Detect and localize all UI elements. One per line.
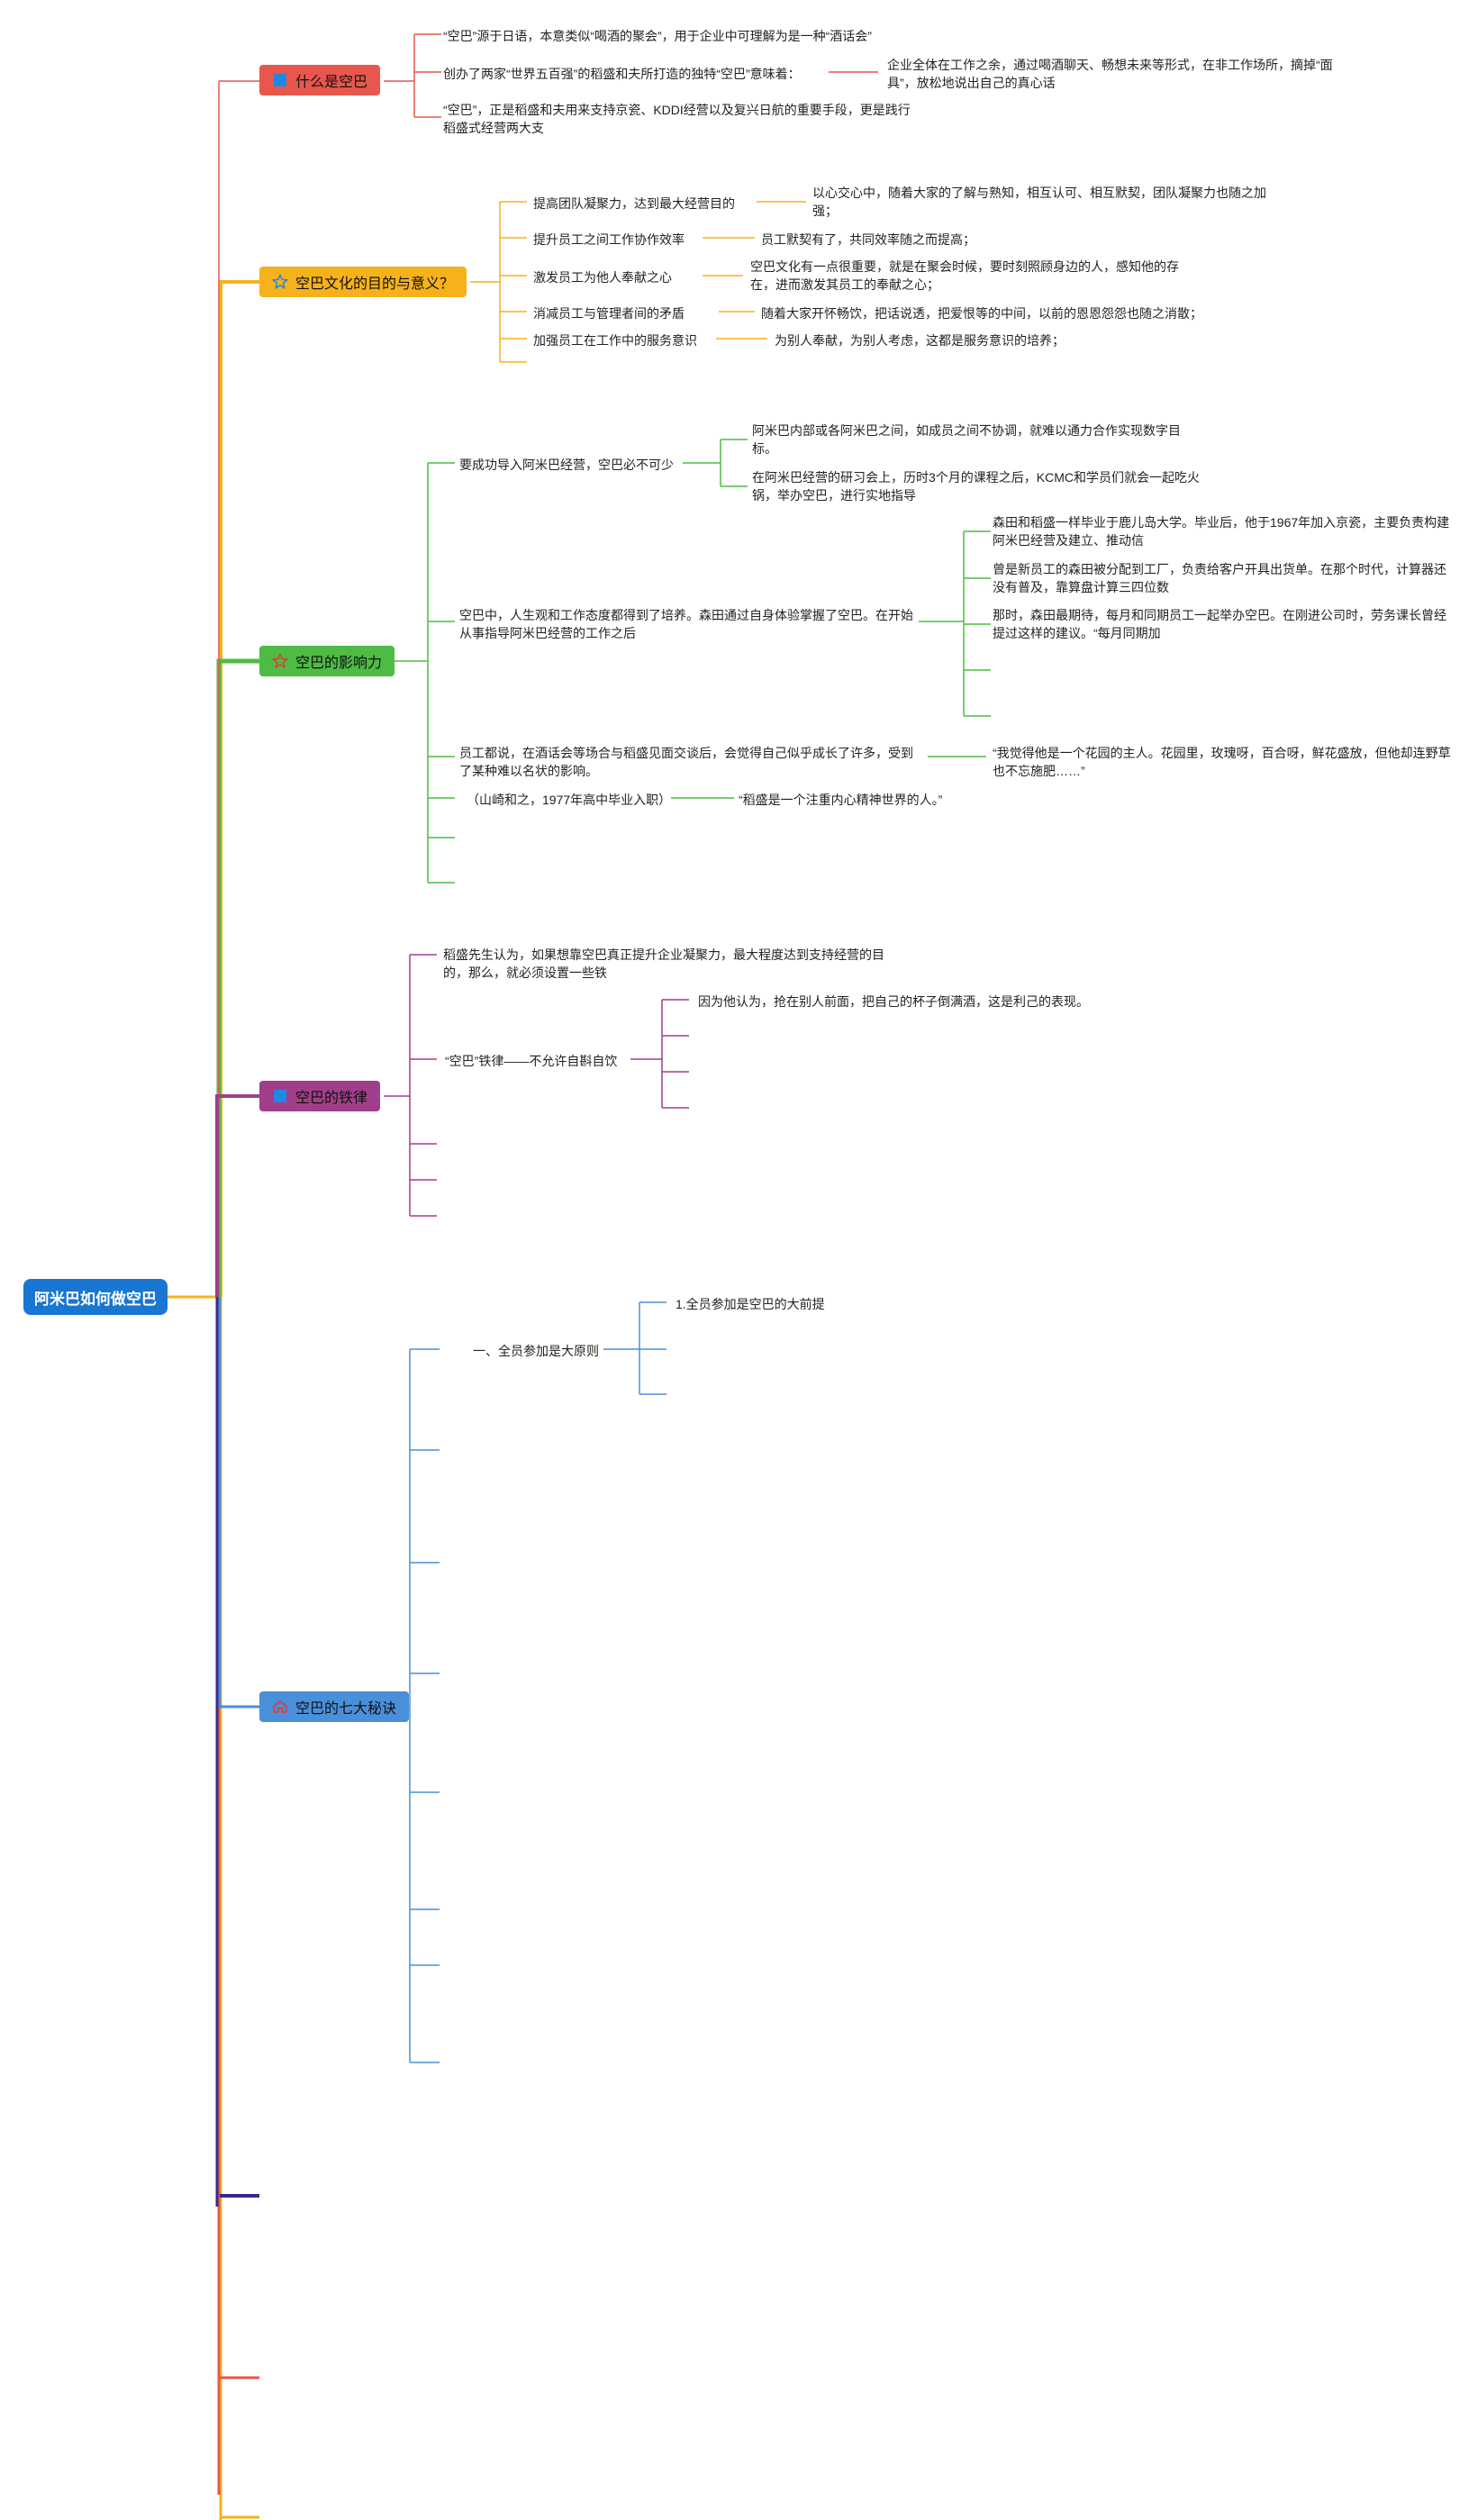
- b2-item-3[interactable]: 激发员工为他人奉献之心: [533, 270, 672, 285]
- b4-a[interactable]: 稻盛先生认为，如果想靠空巴真正提升企业凝聚力，最大程度达到支持经营的目的，那么，…: [443, 947, 884, 980]
- branch-label: 空巴文化的目的与意义？: [295, 276, 455, 292]
- branch-purpose-meaning[interactable]: 空巴文化的目的与意义？: [259, 267, 467, 297]
- b2-item-4[interactable]: 消减员工与管理者间的矛盾: [533, 306, 685, 321]
- branch-influence[interactable]: 空巴的影响力: [259, 646, 395, 676]
- branch-what-is-kongba[interactable]: 什么是空巴: [259, 65, 381, 95]
- b2-item-2[interactable]: 提升员工之间工作协作效率: [533, 232, 685, 247]
- b2-item-4-detail[interactable]: 随着大家开怀畅饮，把话说透，把爱恨等的中间，以前的恩恩怨怨也随之消散；: [761, 306, 1202, 321]
- branch-iron-rules[interactable]: 空巴的铁律: [259, 1081, 381, 1111]
- branch-connector: [218, 1297, 259, 1709]
- b3-d-item[interactable]: “稻盛是一个注重内心精神世界的人。”: [739, 793, 943, 807]
- b3-b-item-1[interactable]: 森田和稻盛一样毕业于鹿儿岛大学。毕业后，他于1967年加入京瓷，主要负责构建阿米…: [993, 515, 1450, 548]
- star-outline-icon: [272, 274, 288, 290]
- b1-item-2-detail[interactable]: 企业全体在工作之余，通过喝酒聊天、畅想未来等形式，在非工作场所，摘掉“面具”，放…: [887, 58, 1333, 90]
- b4-b-item[interactable]: 因为他认为，抢在别人前面，把自己的杯子倒满酒，这是利己的表现。: [698, 994, 1089, 1009]
- branch-label: 空巴的七大秘诀: [295, 1701, 397, 1717]
- root-topic[interactable]: 阿米巴如何做空巴: [23, 1279, 168, 1315]
- b1-item-3[interactable]: “空巴”，正是稻盛和夫用来支持京瓷、KDDI经营以及复兴日航的重要手段，更是践行…: [443, 103, 911, 135]
- branch-label: 空巴的影响力: [295, 656, 383, 671]
- b2-item-3-detail[interactable]: 空巴文化有一点很重要，就是在聚会时候，要时刻照顾身边的人，感知他的存在，进而激发…: [750, 259, 1179, 292]
- star-icon: [272, 652, 288, 669]
- branch-label: 什么是空巴: [295, 75, 368, 90]
- b3-a-item-1[interactable]: 阿米巴内部或各阿米巴之间，如成员之间不协调，就难以通力合作实现数字目标。: [752, 423, 1181, 456]
- b3-c[interactable]: 员工都说，在酒话会等场合与稻盛见面交谈后，会觉得自己似乎成长了许多，受到了某种难…: [459, 746, 913, 778]
- b1-item-1[interactable]: “空巴”源于日语，本意类似“喝酒的聚会”，用于企业中可理解为是一种“酒话会”: [443, 29, 872, 43]
- b2-item-2-detail[interactable]: 员工默契有了，共同效率随之而提高；: [761, 232, 975, 247]
- branch-label: 空巴的铁律: [295, 1091, 368, 1106]
- branch-connector: [216, 658, 259, 1297]
- b3-b[interactable]: 空巴中，人生观和工作态度都得到了培养。森田通过自身体验掌握了空巴。在开始从事指导…: [459, 608, 913, 640]
- b3-b-item-2[interactable]: 曾是新员工的森田被分配到工厂，负责给客户开具出货单。在那个时代，计算器还没有普及…: [993, 562, 1446, 594]
- b2-item-1[interactable]: 提高团队凝聚力，达到最大经营目的: [533, 196, 735, 211]
- branch-seven-secrets[interactable]: 空巴的七大秘诀: [259, 1691, 410, 1722]
- branch-connector: [219, 280, 259, 1297]
- b3-c-item[interactable]: “我觉得他是一个花园的主人。花园里，玫瑰呀，百合呀，鲜花盛放，但他却连野草也不忘…: [993, 746, 1451, 778]
- square-icon: [272, 72, 288, 88]
- b3-d[interactable]: （山崎和之，1977年高中毕业入职）: [467, 793, 672, 807]
- branch-connector: [215, 1094, 259, 1297]
- b1-item-2[interactable]: 创办了两家“世界五百强”的稻盛和夫所打造的独特“空巴”意味着：: [443, 67, 801, 81]
- b5-a[interactable]: 一、全员参加是大原则: [473, 1344, 599, 1358]
- b3-b-item-3[interactable]: 那时，森田最期待，每月和同期员工一起举办空巴。在刚进公司时，劳务课长曾经提过这样…: [993, 608, 1446, 640]
- b5-a-item[interactable]: 1.全员参加是空巴的大前提: [676, 1297, 825, 1311]
- home-icon: [272, 1699, 288, 1715]
- b3-a[interactable]: 要成功导入阿米巴经营，空巴必不可少: [459, 458, 674, 472]
- b2-item-1-detail[interactable]: 以心交心中，随着大家的了解与熟知，相互认可、相互默契，团队凝聚力也随之加强；: [812, 186, 1266, 218]
- square-icon: [272, 1088, 288, 1104]
- b2-item-5[interactable]: 加强员工在工作中的服务意识: [533, 333, 697, 348]
- b3-a-item-2[interactable]: 在阿米巴经营的研习会上，历时3个月的课程之后，KCMC和学员们就会一起吃火锅，举…: [752, 470, 1201, 503]
- b2-item-5-detail[interactable]: 为别人奉献，为别人考虑，这都是服务意识的培养；: [775, 333, 1065, 348]
- b4-b[interactable]: “空巴”铁律——不允许自斟自饮: [445, 1054, 618, 1068]
